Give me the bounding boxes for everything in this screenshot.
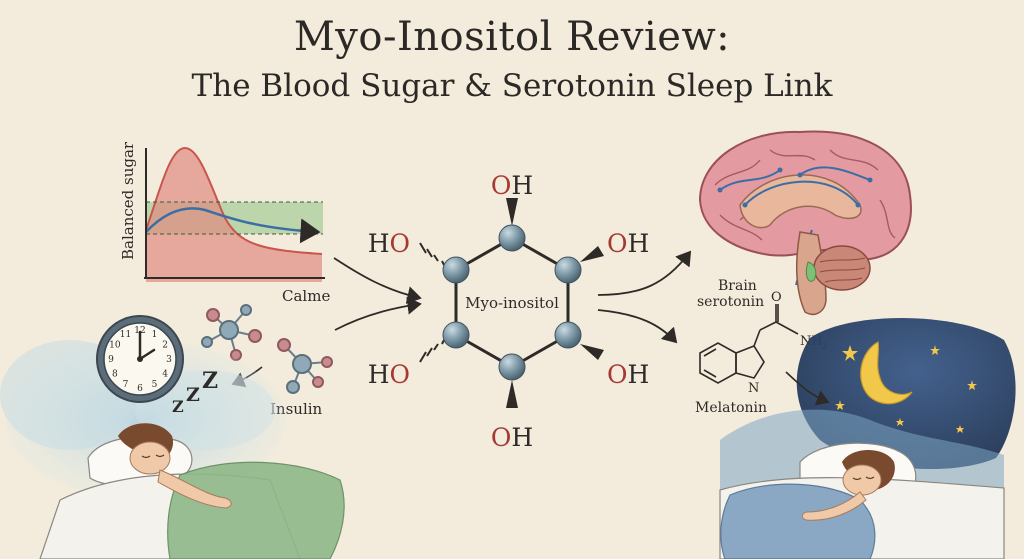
clock-numeral: 7	[123, 380, 129, 390]
brain-icon	[698, 130, 912, 316]
oh-upper-right: OH	[607, 229, 649, 258]
clock-numeral: 9	[108, 355, 114, 365]
insulin-molecule-icon	[277, 338, 333, 394]
wedge-bond-bottom	[506, 380, 518, 408]
zzz-icon: Z Z Z	[172, 368, 218, 416]
page-title: Myo-Inositol Review:	[293, 14, 731, 60]
clock-numeral: 10	[109, 341, 121, 351]
balanced-curve	[145, 207, 321, 244]
svg-text:Z: Z	[172, 397, 184, 416]
sugar-spike-area	[146, 148, 322, 282]
serotonin-label: serotonin	[697, 294, 764, 310]
oh-lower-left: HO	[368, 360, 410, 389]
hashed-bond-lower-left	[419, 339, 445, 363]
moon-icon	[860, 341, 913, 405]
hashed-bond-upper-left	[419, 242, 445, 266]
wedge-bond-lower-right	[580, 344, 604, 360]
clock-numeral: 5	[152, 380, 158, 390]
oh-top: OH	[491, 171, 533, 200]
star-icons	[835, 345, 977, 433]
brain-label: Brain	[718, 278, 757, 294]
calme-label: Calme	[282, 287, 330, 305]
page-subtitle: The Blood Sugar & Serotonin Sleep Link	[191, 68, 833, 104]
right-night-scene	[719, 317, 1016, 559]
oh-lower-right: OH	[607, 360, 649, 389]
clock-numeral: 1	[152, 330, 158, 340]
clock-icon: 121234567891011	[96, 315, 184, 403]
melatonin-oxygen: O	[771, 290, 782, 305]
graph-to-inositol-arrow	[333, 257, 422, 304]
calme-to-inositol-arrow	[334, 296, 422, 331]
clock-numeral: 8	[112, 370, 118, 380]
calme-molecule-icon	[201, 304, 262, 361]
svg-text:Z: Z	[186, 384, 200, 406]
svg-text:Z: Z	[202, 368, 218, 394]
melatonin-structure	[699, 304, 799, 384]
graph-y-label: Balanced sugar	[119, 141, 137, 260]
cerebellum	[813, 245, 871, 291]
wedge-bond-top	[506, 198, 518, 226]
clock-numeral: 4	[162, 370, 168, 380]
clock-numeral: 11	[120, 330, 131, 340]
center-label: Myo-inositol	[465, 294, 559, 312]
myo-inositol-molecule: Myo-inositol	[419, 198, 604, 408]
clock-numeral: 2	[162, 341, 168, 351]
inositol-to-brain-arrow	[597, 250, 692, 296]
melatonin-label: Melatonin	[695, 400, 767, 416]
clock-numeral: 6	[137, 384, 143, 394]
sugar-spike-line	[145, 146, 323, 255]
oh-bottom: OH	[491, 423, 533, 452]
wedge-bond-upper-right	[580, 246, 604, 262]
left-sleep-scene	[0, 340, 345, 559]
blood-sugar-graph: Balanced sugar	[119, 141, 325, 282]
clock-numeral: 3	[166, 355, 172, 365]
oh-upper-left: HO	[368, 229, 410, 258]
indole-n-label: N	[748, 381, 759, 396]
melatonin-to-sleep-arrow	[785, 371, 830, 406]
inositol-to-melatonin-arrow	[597, 309, 678, 344]
